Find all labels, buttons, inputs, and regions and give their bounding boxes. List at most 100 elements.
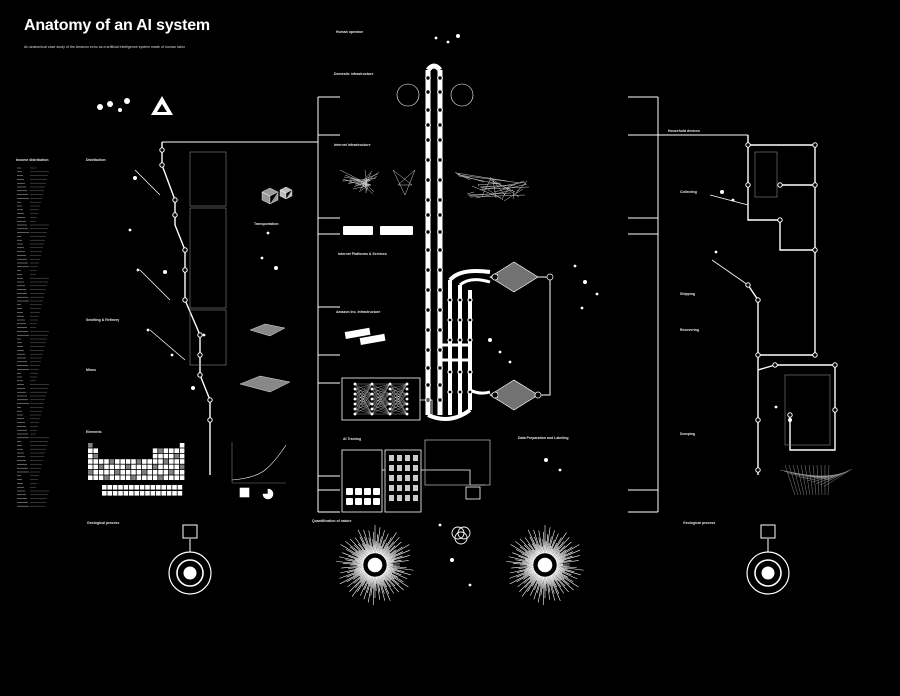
periodic-cell xyxy=(93,465,98,470)
label-shipping: Shipping xyxy=(680,292,695,296)
cluster-node xyxy=(163,270,167,274)
right-station xyxy=(756,468,760,472)
periodic-cell xyxy=(158,470,163,475)
right-station xyxy=(788,413,792,417)
cluster-node xyxy=(274,266,278,270)
left-station xyxy=(183,248,187,252)
periodic-cell xyxy=(151,485,156,490)
periodic-cell xyxy=(129,485,134,490)
periodic-cell xyxy=(88,475,93,480)
cluster-node xyxy=(171,354,174,357)
neural-edge xyxy=(390,384,407,409)
spine-station xyxy=(448,318,452,322)
periodic-cell xyxy=(124,491,129,496)
ai-grid-cell xyxy=(389,495,394,501)
neural-node xyxy=(406,413,409,416)
radial-graph-left xyxy=(336,525,413,605)
ai-grid-cell xyxy=(346,488,353,495)
cluster-node xyxy=(596,293,599,296)
spine-station xyxy=(426,288,431,293)
spine-station xyxy=(438,328,443,333)
periodic-table xyxy=(88,443,184,496)
right-station xyxy=(778,218,782,222)
spine-station xyxy=(468,318,472,322)
right-station xyxy=(833,408,837,412)
periodic-cell xyxy=(180,465,185,470)
spine-station xyxy=(426,178,431,183)
periodic-cell xyxy=(158,465,163,470)
ai-grid-cell xyxy=(397,475,402,481)
left-station xyxy=(198,353,202,357)
radial-center xyxy=(538,558,552,572)
periodic-cell xyxy=(147,459,152,464)
cluster-node xyxy=(544,458,548,462)
periodic-cell xyxy=(167,485,172,490)
label-dumping: Dumping xyxy=(680,432,695,436)
net-edge xyxy=(459,176,498,184)
mesh-line xyxy=(828,465,829,495)
ai-grid-cell xyxy=(389,455,394,461)
label-smelting: Smelting & Refinery xyxy=(86,318,119,322)
periodic-cell xyxy=(174,470,179,475)
cluster-node xyxy=(574,265,577,268)
label-recovering: Recovering xyxy=(680,328,699,332)
spine-station xyxy=(438,198,443,203)
spine-station xyxy=(448,338,452,342)
mesh-line xyxy=(797,465,804,495)
spine-station xyxy=(438,268,443,273)
periodic-cell xyxy=(107,491,112,496)
periodic-cell xyxy=(172,485,177,490)
periodic-cell xyxy=(120,470,125,475)
periodic-cell xyxy=(142,475,147,480)
spine-station xyxy=(426,138,431,143)
spine-station xyxy=(468,390,472,394)
ai-grid-cell xyxy=(389,475,394,481)
left-station xyxy=(198,333,202,337)
periodic-cell xyxy=(104,459,109,464)
spine-station xyxy=(426,268,431,273)
right-station xyxy=(813,143,817,147)
spine-station xyxy=(468,370,472,374)
radial-spike xyxy=(364,530,372,554)
mesh-line xyxy=(820,470,850,485)
periodic-cell xyxy=(178,485,183,490)
periodic-cell xyxy=(115,470,120,475)
label-elements: Elements xyxy=(86,430,102,434)
cluster-node xyxy=(261,257,264,260)
mesh-line xyxy=(805,465,810,495)
ai-grid-cell xyxy=(355,498,362,505)
left-station xyxy=(208,398,212,402)
spine-station xyxy=(438,158,443,163)
periodic-cell xyxy=(153,465,158,470)
ai-grid-cell xyxy=(389,485,394,491)
periodic-cell xyxy=(115,459,120,464)
left-line-stations xyxy=(160,148,212,422)
left-station xyxy=(183,298,187,302)
periodic-cell xyxy=(142,459,147,464)
periodic-cell xyxy=(164,470,169,475)
periodic-cell xyxy=(134,485,139,490)
periodic-cell xyxy=(156,485,161,490)
right-station xyxy=(833,363,837,367)
cluster-node xyxy=(559,469,562,472)
mesh-line xyxy=(821,465,822,495)
neural-edge xyxy=(390,404,407,409)
periodic-cell xyxy=(174,448,179,453)
periodic-cell xyxy=(169,454,174,459)
spine-station xyxy=(458,338,462,342)
venn-diagram xyxy=(452,527,470,544)
ai-grid-cell xyxy=(346,498,353,505)
periodic-cell xyxy=(102,485,107,490)
cluster-node xyxy=(129,229,132,232)
central-spine xyxy=(428,66,490,419)
periodic-cell xyxy=(158,454,163,459)
neural-node xyxy=(406,403,409,406)
periodic-cell xyxy=(93,448,98,453)
periodic-cell xyxy=(88,470,93,475)
left-station xyxy=(160,163,164,167)
left-panels xyxy=(190,152,226,365)
label-ai-training: AI Training xyxy=(343,437,361,441)
periodic-cell xyxy=(153,448,158,453)
ai-grid-cell xyxy=(405,455,410,461)
